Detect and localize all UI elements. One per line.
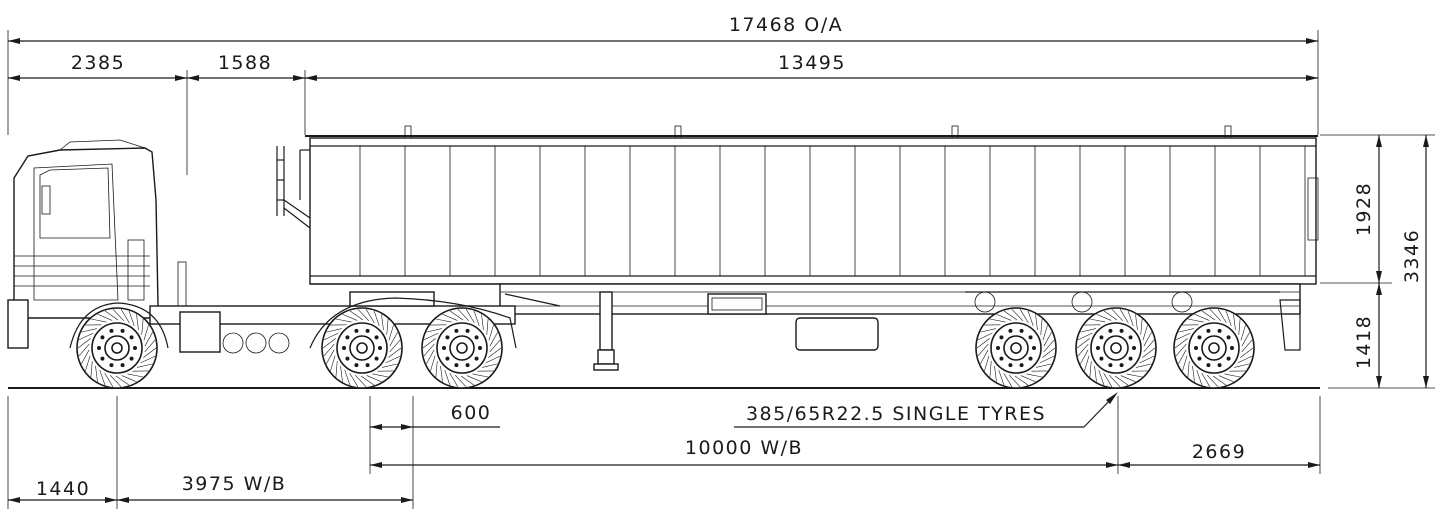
front-bumper	[7, 299, 29, 349]
overall-height-dimension: 3346	[1401, 135, 1429, 388]
wheel	[321, 307, 403, 389]
side-box	[707, 293, 767, 315]
top-dimensions: 17468 O/A 2385 1588 13495	[7, 14, 1319, 175]
mirror	[41, 185, 51, 215]
overall-length-dimension: 17468 O/A	[8, 14, 1318, 44]
body-panel-ribs	[359, 146, 1306, 276]
wheel	[76, 307, 158, 389]
cab-window	[39, 167, 111, 239]
body-height-dimension: 1928	[1353, 135, 1382, 283]
chassis-height-label: 1418	[1353, 315, 1375, 369]
tractor-fuel-tank	[179, 311, 221, 353]
trailer-length-label: 13495	[778, 52, 846, 74]
trailer-length-dimension: 13495	[305, 52, 1318, 81]
roof-hoops	[404, 125, 1232, 139]
overall-length-label: 17468 O/A	[729, 14, 843, 36]
wheel	[1173, 307, 1255, 389]
tractor-cab	[13, 147, 159, 319]
tractor-front-overhang-dimension: 1440	[8, 478, 117, 503]
trailer-body	[276, 125, 1319, 285]
fifth-wheel	[349, 291, 435, 307]
rear-door-frame	[1307, 177, 1319, 241]
kingpin-to-trailer-dimension: 1588	[187, 52, 305, 81]
trailer-wheelbase-label: 10000 W/B	[685, 437, 803, 459]
trailer-rear-overhang-dimension: 2669	[1118, 441, 1320, 468]
fifth-wheel-offset-dimension: 600	[370, 402, 500, 430]
tractor-unit	[7, 139, 517, 354]
wheels	[76, 307, 1255, 389]
tractor-wheelbase-label: 3975 W/B	[182, 473, 287, 495]
fifth-wheel-offset-label: 600	[451, 402, 492, 424]
front-ladder	[276, 146, 311, 229]
trailer-chassis	[310, 283, 1301, 371]
tyre-annotation: 385/65R22.5 SINGLE TYRES	[734, 392, 1118, 428]
wheel	[975, 307, 1057, 389]
chassis-height-dimension: 1418	[1353, 283, 1382, 388]
wheel	[421, 307, 503, 389]
tractor-wheelbase-dimension: 3975 W/B	[117, 473, 413, 503]
right-dimensions: 1928 1418 3346	[1320, 134, 1435, 389]
trailer-wheelbase-dimension: 10000 W/B	[370, 437, 1118, 468]
front-to-kingpin-dimension: 2385	[8, 52, 187, 81]
underslung-tank	[795, 317, 879, 351]
exhaust-stack	[177, 261, 187, 307]
overall-height-label: 3346	[1401, 229, 1423, 283]
tyre-spec-label: 385/65R22.5 SINGLE TYRES	[746, 403, 1046, 425]
suspension	[965, 291, 1280, 313]
wheel	[1075, 307, 1157, 389]
trailer-rear-overhang-label: 2669	[1192, 441, 1246, 463]
rear-bumper	[1279, 299, 1301, 351]
landing-leg	[593, 291, 619, 371]
cab-grille	[14, 255, 150, 287]
bottom-dimensions: 600 385/65R22.5 SINGLE TYRES 10000 W/B 2…	[7, 392, 1321, 509]
tractor-front-overhang-label: 1440	[36, 478, 90, 500]
kingpin-to-trailer-label: 1588	[218, 52, 272, 74]
front-to-kingpin-label: 2385	[71, 52, 125, 74]
body-height-label: 1928	[1353, 182, 1375, 236]
